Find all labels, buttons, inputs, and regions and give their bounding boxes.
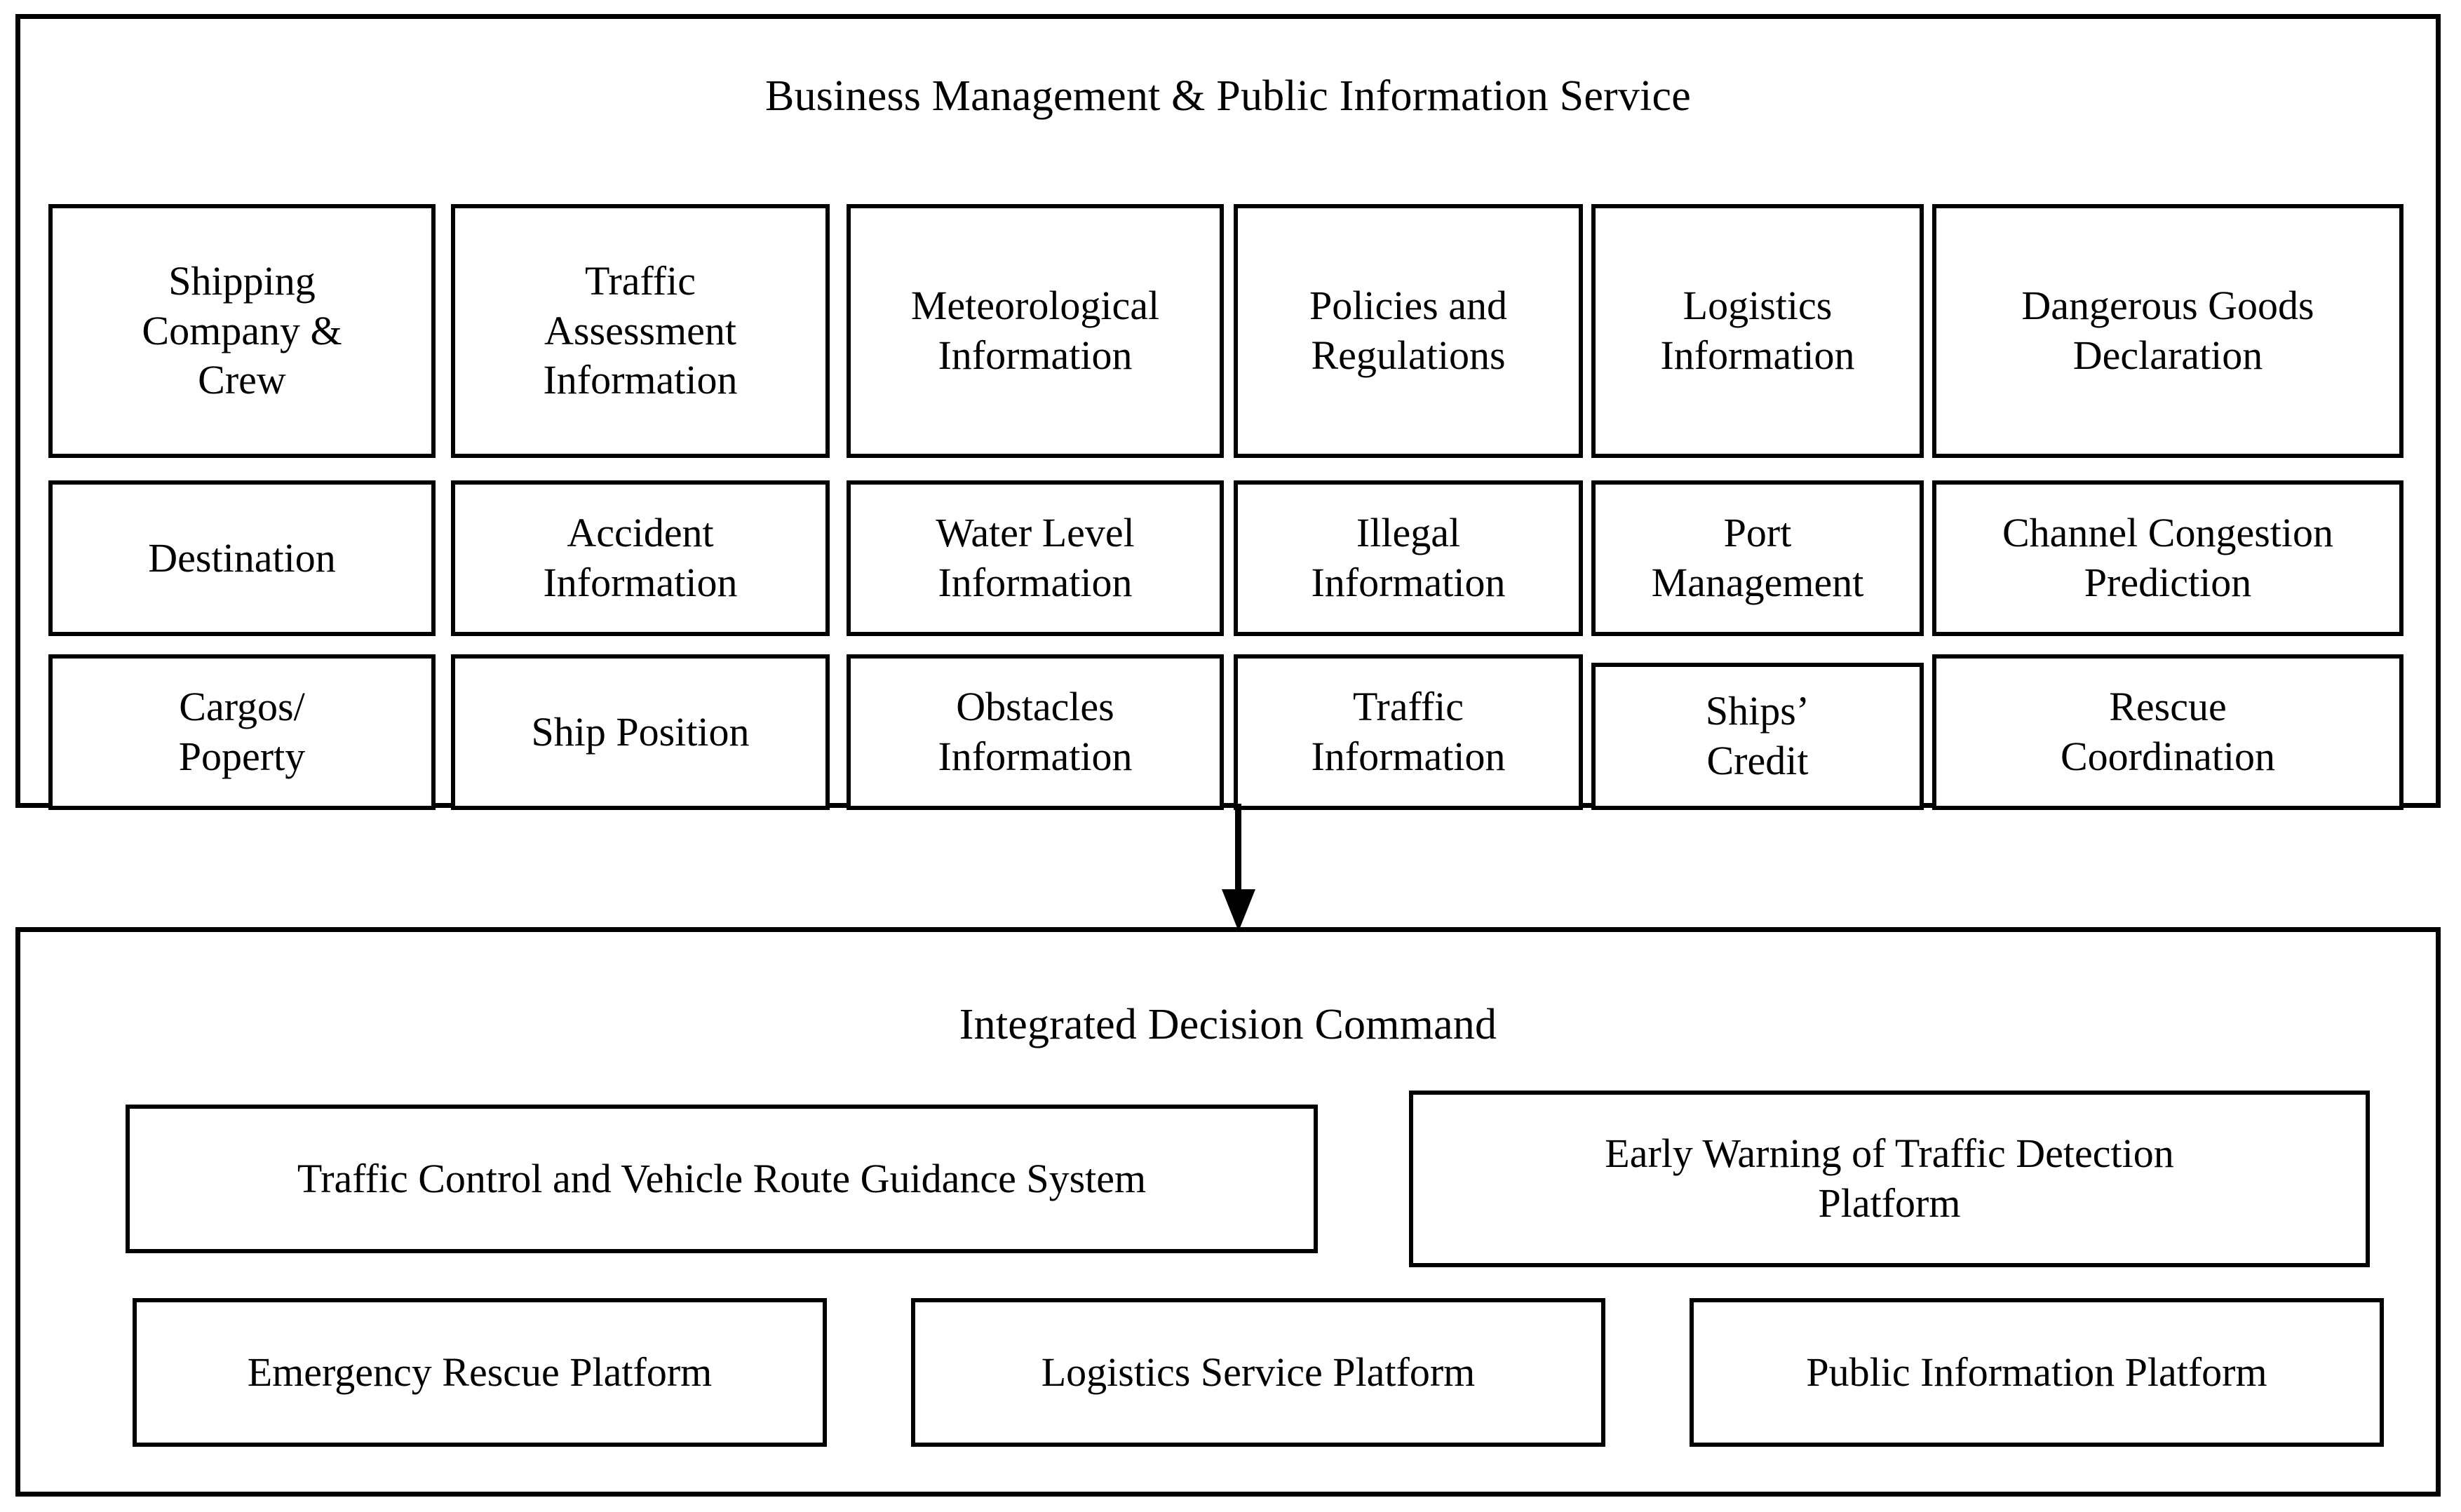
node-label: Meteorological Information [910, 283, 1160, 378]
node-label: Accident Information [543, 510, 738, 605]
node-label: Traffic Control and Vehicle Route Guidan… [297, 1155, 1147, 1201]
node-obstacles-information[interactable]: Obstacles Information [847, 654, 1224, 810]
node-label: Illegal Information [1311, 510, 1506, 605]
node-water-level-information[interactable]: Water Level Information [847, 480, 1224, 636]
node-label: Port Management [1651, 510, 1864, 605]
node-policies-and-regulations[interactable]: Policies and Regulations [1234, 204, 1583, 458]
node-label: Destination [148, 534, 336, 581]
node-label: Dangerous Goods Declaration [2021, 283, 2314, 378]
node-label: Early Warning of Traffic Detection Platf… [1605, 1130, 2174, 1226]
node-port-management[interactable]: Port Management [1591, 480, 1924, 636]
node-label: Public Information Platform [1806, 1349, 2267, 1395]
business-management-group: Business Management & Public Information… [15, 14, 2441, 810]
node-label: Policies and Regulations [1309, 283, 1507, 378]
node-label: Channel Congestion Prediction [2002, 510, 2333, 605]
node-label: Ships’ Credit [1705, 688, 1810, 783]
node-label: Shipping Company & Crew [142, 257, 342, 403]
node-meteorological-information[interactable]: Meteorological Information [847, 204, 1224, 458]
node-label: Ship Position [531, 708, 750, 755]
lower-group-title: Integrated Decision Command [959, 1001, 1497, 1048]
node-label: Logistics Service Platform [1041, 1349, 1476, 1395]
node-label: Rescue Coordination [2060, 684, 2276, 779]
node-channel-congestion-prediction[interactable]: Channel Congestion Prediction [1932, 480, 2403, 636]
node-logistics-service-platform[interactable]: Logistics Service Platform [911, 1298, 1605, 1447]
node-rescue-coordination[interactable]: Rescue Coordination [1932, 654, 2403, 810]
arrow-shaft [1235, 804, 1241, 895]
node-accident-information[interactable]: Accident Information [451, 480, 830, 636]
upper-group-title: Business Management & Public Information… [765, 72, 1691, 120]
node-label: Traffic Information [1311, 684, 1506, 779]
node-label: Obstacles Information [938, 684, 1133, 779]
node-label: Cargos/ Poperty [178, 684, 306, 779]
node-ships-credit[interactable]: Ships’ Credit [1591, 663, 1924, 810]
node-cargos-poperty[interactable]: Cargos/ Poperty [48, 654, 436, 810]
node-label: Traffic Assessment Information [543, 257, 738, 403]
node-ship-position[interactable]: Ship Position [451, 654, 830, 810]
node-early-warning-traffic-detection-platform[interactable]: Early Warning of Traffic Detection Platf… [1409, 1091, 2370, 1267]
node-illegal-information[interactable]: Illegal Information [1234, 480, 1583, 636]
down-arrow-icon [1217, 804, 1259, 931]
node-destination[interactable]: Destination [48, 480, 436, 636]
node-dangerous-goods-declaration[interactable]: Dangerous Goods Declaration [1932, 204, 2403, 458]
node-traffic-information[interactable]: Traffic Information [1234, 654, 1583, 810]
node-shipping-company-crew[interactable]: Shipping Company & Crew [48, 204, 436, 458]
node-traffic-control-vehicle-route-guidance-system[interactable]: Traffic Control and Vehicle Route Guidan… [126, 1105, 1318, 1253]
node-traffic-assessment-information[interactable]: Traffic Assessment Information [451, 204, 830, 458]
arrow-head [1222, 889, 1255, 931]
node-emergency-rescue-platform[interactable]: Emergency Rescue Platform [133, 1298, 827, 1447]
node-label: Logistics Information [1660, 283, 1855, 378]
node-label: Emergency Rescue Platform [247, 1349, 713, 1395]
node-logistics-information[interactable]: Logistics Information [1591, 204, 1924, 458]
node-public-information-platform[interactable]: Public Information Platform [1690, 1298, 2384, 1447]
integrated-decision-command-group: Integrated Decision Command Traffic Cont… [15, 927, 2441, 1497]
node-label: Water Level Information [936, 510, 1135, 605]
